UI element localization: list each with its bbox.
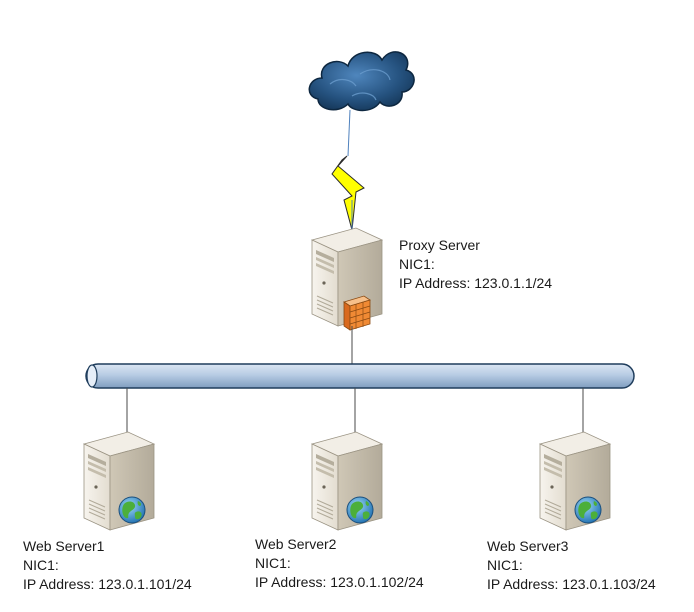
web-server3-name: Web Server3 <box>487 538 569 554</box>
network-bus-icon <box>85 363 635 389</box>
proxy-server-nic: NIC1: <box>399 256 435 272</box>
web-server1-icon <box>83 431 155 531</box>
web-server1-nic: NIC1: <box>23 557 59 573</box>
web-server3-ip: IP Address: 123.0.1.103/24 <box>487 576 656 592</box>
cloud-icon <box>308 51 415 112</box>
web-server2-nic: NIC1: <box>255 555 291 571</box>
proxy-server-icon <box>311 227 383 331</box>
web-server2-label: Web Server2 NIC1: IP Address: 123.0.1.10… <box>255 535 424 592</box>
web-server1-ip: IP Address: 123.0.1.101/24 <box>23 576 192 592</box>
web-server2-name: Web Server2 <box>255 536 337 552</box>
web-server2-ip: IP Address: 123.0.1.102/24 <box>255 574 424 590</box>
firewall-icon <box>343 295 371 331</box>
web-server3-nic: NIC1: <box>487 557 523 573</box>
web-server3-label: Web Server3 NIC1: IP Address: 123.0.1.10… <box>487 537 656 594</box>
web-server2-icon <box>311 431 383 531</box>
web-server3-icon <box>539 431 611 531</box>
proxy-server-label: Proxy Server NIC1: IP Address: 123.0.1.1… <box>399 236 552 293</box>
lightning-bolt-icon <box>331 109 365 231</box>
proxy-server-name: Proxy Server <box>399 237 480 253</box>
web-server1-name: Web Server1 <box>23 538 105 554</box>
proxy-server-ip: IP Address: 123.0.1.1/24 <box>399 275 553 291</box>
web-server1-label: Web Server1 NIC1: IP Address: 123.0.1.10… <box>23 537 192 594</box>
